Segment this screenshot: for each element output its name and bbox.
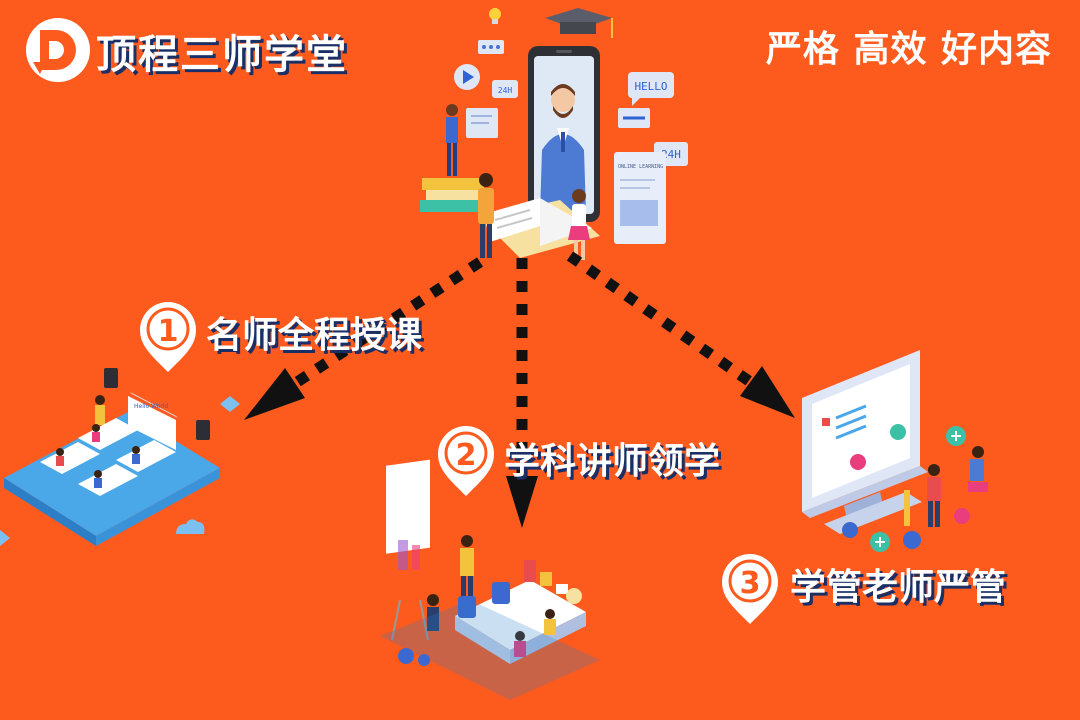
arrow-to-step-3	[566, 251, 795, 418]
student-figure-boy	[478, 173, 494, 258]
smartphone	[528, 46, 600, 222]
step-3-label: 学管老师严管	[790, 567, 1007, 608]
graduation-cap-icon	[545, 8, 613, 38]
online-learning-card: ONLINE LEARNING	[614, 152, 666, 244]
student-figure-left	[446, 104, 458, 176]
team-study-illustration	[380, 459, 600, 700]
step-1-number: 1	[158, 314, 179, 349]
arrow-to-step-2	[506, 258, 538, 528]
online-teacher-illustration: 24H	[420, 8, 688, 260]
study-monitor-illustration	[802, 350, 988, 552]
open-book	[480, 198, 600, 258]
brand-name: 顶程三师学堂	[96, 32, 348, 78]
chat-card-icon	[618, 108, 650, 128]
hello-label: HELLO	[634, 80, 667, 93]
student-figure-girl	[568, 189, 590, 260]
step-2-number: 2	[456, 438, 477, 473]
board-greeting-label: Hello World	[134, 403, 169, 410]
step-2-label: 学科讲师领学	[504, 441, 721, 482]
arrow-to-step-1	[244, 257, 484, 420]
document-card-icon	[466, 108, 498, 138]
step-3-pin: 3	[722, 554, 778, 624]
book-stack	[420, 178, 484, 212]
rating-stars-icon	[478, 40, 504, 54]
hello-speech-bubble: HELLO	[628, 72, 674, 106]
step-3-number: 3	[740, 566, 761, 601]
24h-badge-small: 24H	[492, 80, 518, 98]
play-button-icon	[454, 64, 480, 90]
slogan: 严格 高效 好内容	[765, 29, 1052, 70]
step-2-pin: 2	[438, 426, 494, 496]
24h-label-large: 24H	[661, 148, 681, 161]
online-learning-label: ONLINE LEARNING	[618, 164, 663, 170]
24h-label-small: 24H	[498, 86, 513, 95]
lightbulb-icon	[489, 8, 501, 24]
step-1-label: 名师全程授课	[206, 315, 423, 356]
step-1-pin: 1	[140, 302, 196, 372]
d-letter-logo-icon	[26, 18, 90, 82]
classroom-illustration: Hello World	[0, 368, 240, 546]
